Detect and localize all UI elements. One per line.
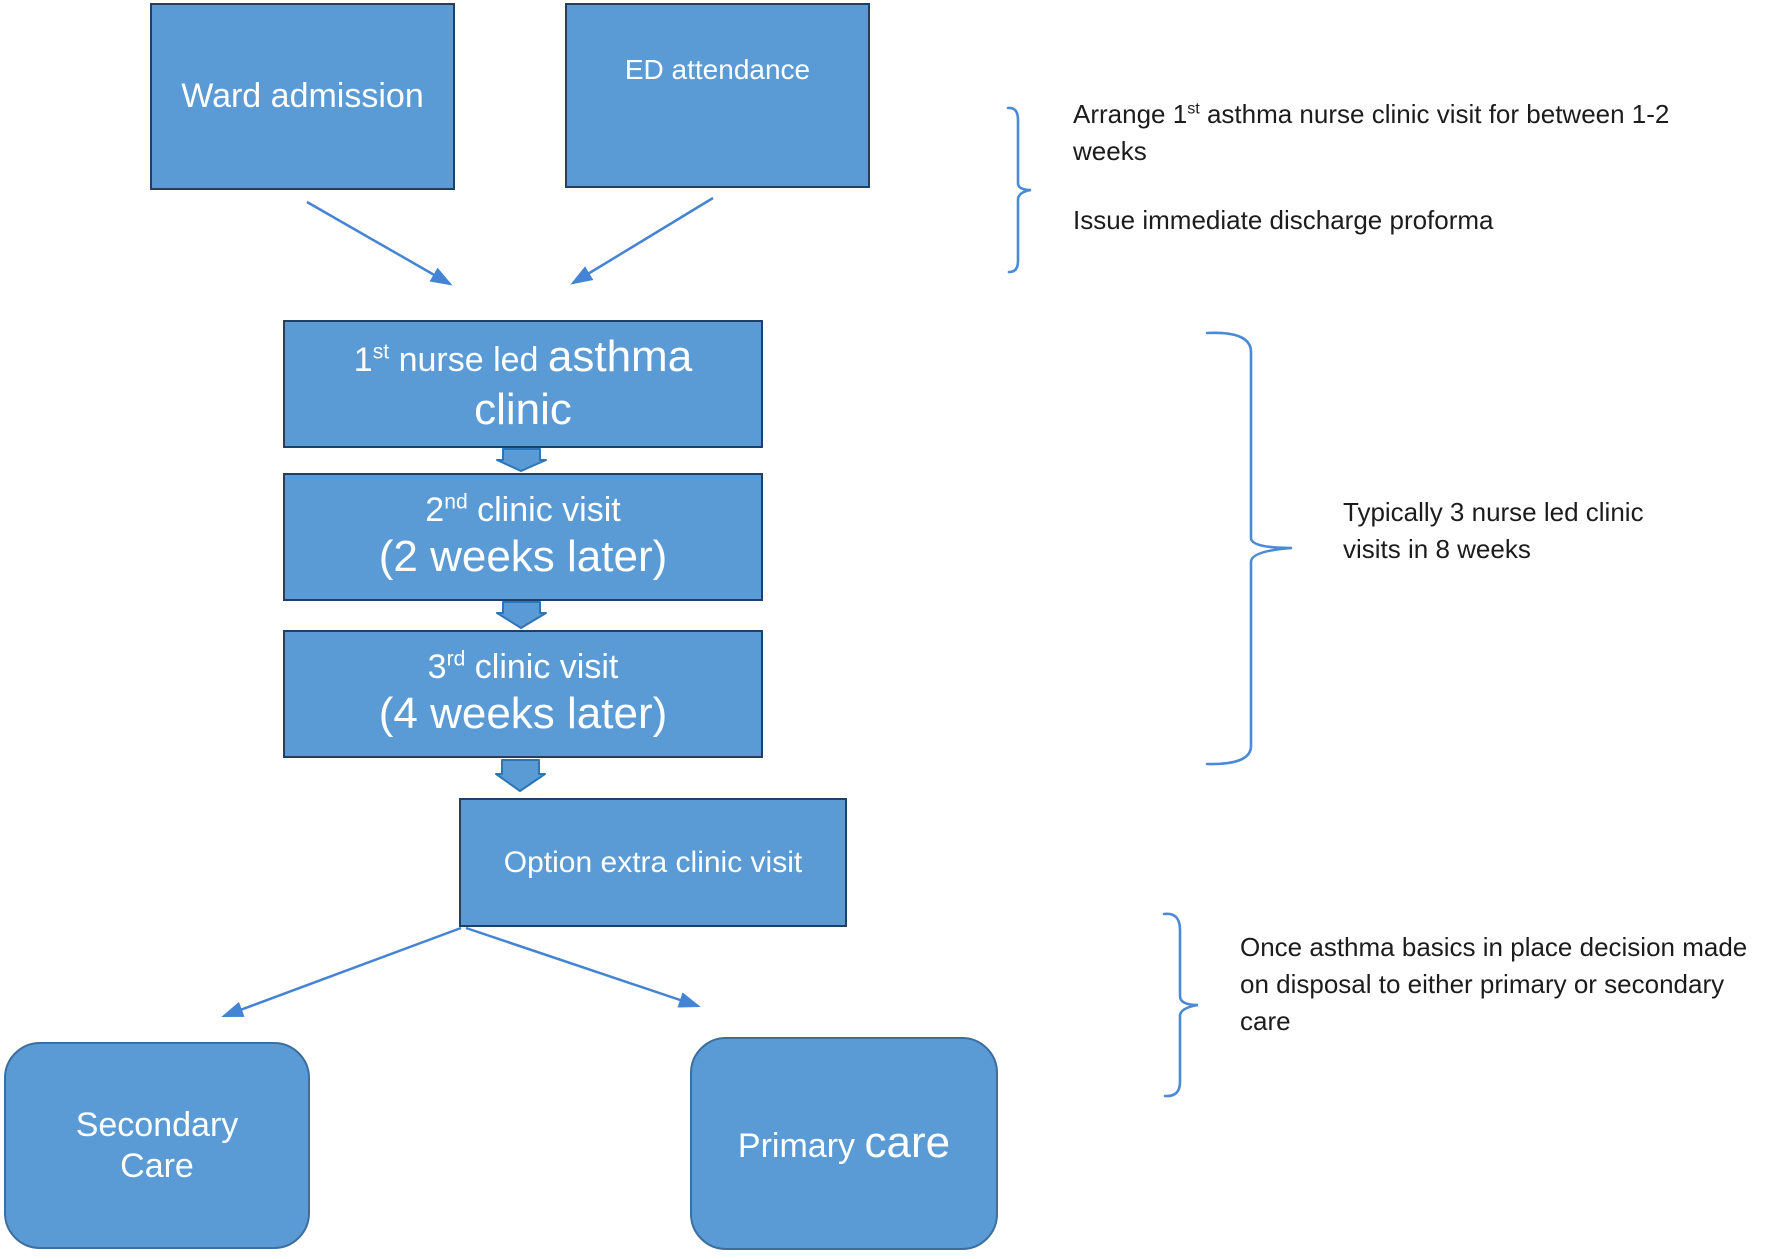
node-third-clinic-line1: 3rd clinic visit <box>428 647 619 688</box>
clinic2-text: clinic visit <box>467 491 621 530</box>
node-third-clinic-line2: (4 weeks later) <box>378 689 668 738</box>
block-arrow-clinic3-option <box>495 759 546 792</box>
ordinal-number: 1 <box>353 341 373 380</box>
node-primary-care: Primary care <box>690 1037 998 1250</box>
node-second-clinic-line1: 2nd clinic visit <box>425 490 620 531</box>
node-first-nurse-led-asthma-clinic: 1st nurse led asthma clinic <box>283 320 763 448</box>
node-second-clinic-visit: 2nd clinic visit (2 weeks later) <box>283 473 763 601</box>
node-secondary-care-line2: Care <box>120 1146 194 1185</box>
node-primary-care-label: Primary care <box>738 1117 950 1170</box>
annotation-discharge-para2: Issue immediate discharge proforma <box>1073 205 1494 235</box>
annotation-clinic-visits: Typically 3 nurse led clinic visits in 8… <box>1343 497 1644 564</box>
primary-text-large: care <box>864 1118 951 1168</box>
annotation-discharge: Arrange 1st asthma nurse clinic visit fo… <box>1073 96 1705 239</box>
node-secondary-care: Secondary Care <box>4 1042 310 1249</box>
node-first-clinic-line2: clinic <box>474 385 572 434</box>
block-arrow-clinic1-clinic2 <box>496 448 547 472</box>
arrow-ed-to-clinic1 <box>570 196 714 285</box>
primary-text-small: Primary <box>737 1127 865 1166</box>
arrow-option-to-primary <box>465 926 701 1008</box>
bracket-disposal-note <box>1162 912 1199 1098</box>
ordinal-number: 3 <box>427 648 447 687</box>
clinic3-text: clinic visit <box>465 648 619 687</box>
arrow-option-to-secondary <box>221 926 462 1018</box>
annotation-discharge-seg1: Arrange 1 <box>1073 99 1188 129</box>
node-third-clinic-visit: 3rd clinic visit (4 weeks later) <box>283 630 763 758</box>
block-arrow-clinic2-clinic3 <box>496 601 547 629</box>
node-ed-attendance: ED attendance <box>565 3 870 188</box>
bracket-discharge-note <box>1006 106 1032 274</box>
node-first-clinic-line1: 1st nurse led asthma <box>354 331 692 384</box>
arrow-ward-to-clinic1 <box>306 200 453 286</box>
clinic1-text-small: nurse led <box>389 341 548 380</box>
annotation-discharge-sup: st <box>1187 99 1200 118</box>
node-option-label: Option extra clinic visit <box>503 845 803 879</box>
bracket-clinic-visits-note <box>1205 331 1293 766</box>
ordinal-suffix: st <box>372 340 390 364</box>
ordinal-suffix: rd <box>446 647 466 671</box>
node-ward-admission-label: Ward admission <box>181 77 424 116</box>
node-secondary-care-line1: Secondary <box>75 1105 239 1144</box>
ordinal-suffix: nd <box>444 490 468 514</box>
node-ward-admission: Ward admission <box>150 3 455 190</box>
annotation-disposal: Once asthma basics in place decision mad… <box>1240 932 1748 1036</box>
node-option-extra-clinic-visit: Option extra clinic visit <box>459 798 847 927</box>
node-second-clinic-line2: (2 weeks later) <box>378 532 668 581</box>
annotation-discharge-para1: Arrange 1st asthma nurse clinic visit fo… <box>1073 96 1705 170</box>
ordinal-number: 2 <box>425 491 445 530</box>
node-ed-attendance-label: ED attendance <box>624 54 811 85</box>
annotation-discharge-seg2: asthma nurse clinic visit for between 1-… <box>1073 99 1670 166</box>
clinic1-text-large: asthma <box>547 332 693 382</box>
